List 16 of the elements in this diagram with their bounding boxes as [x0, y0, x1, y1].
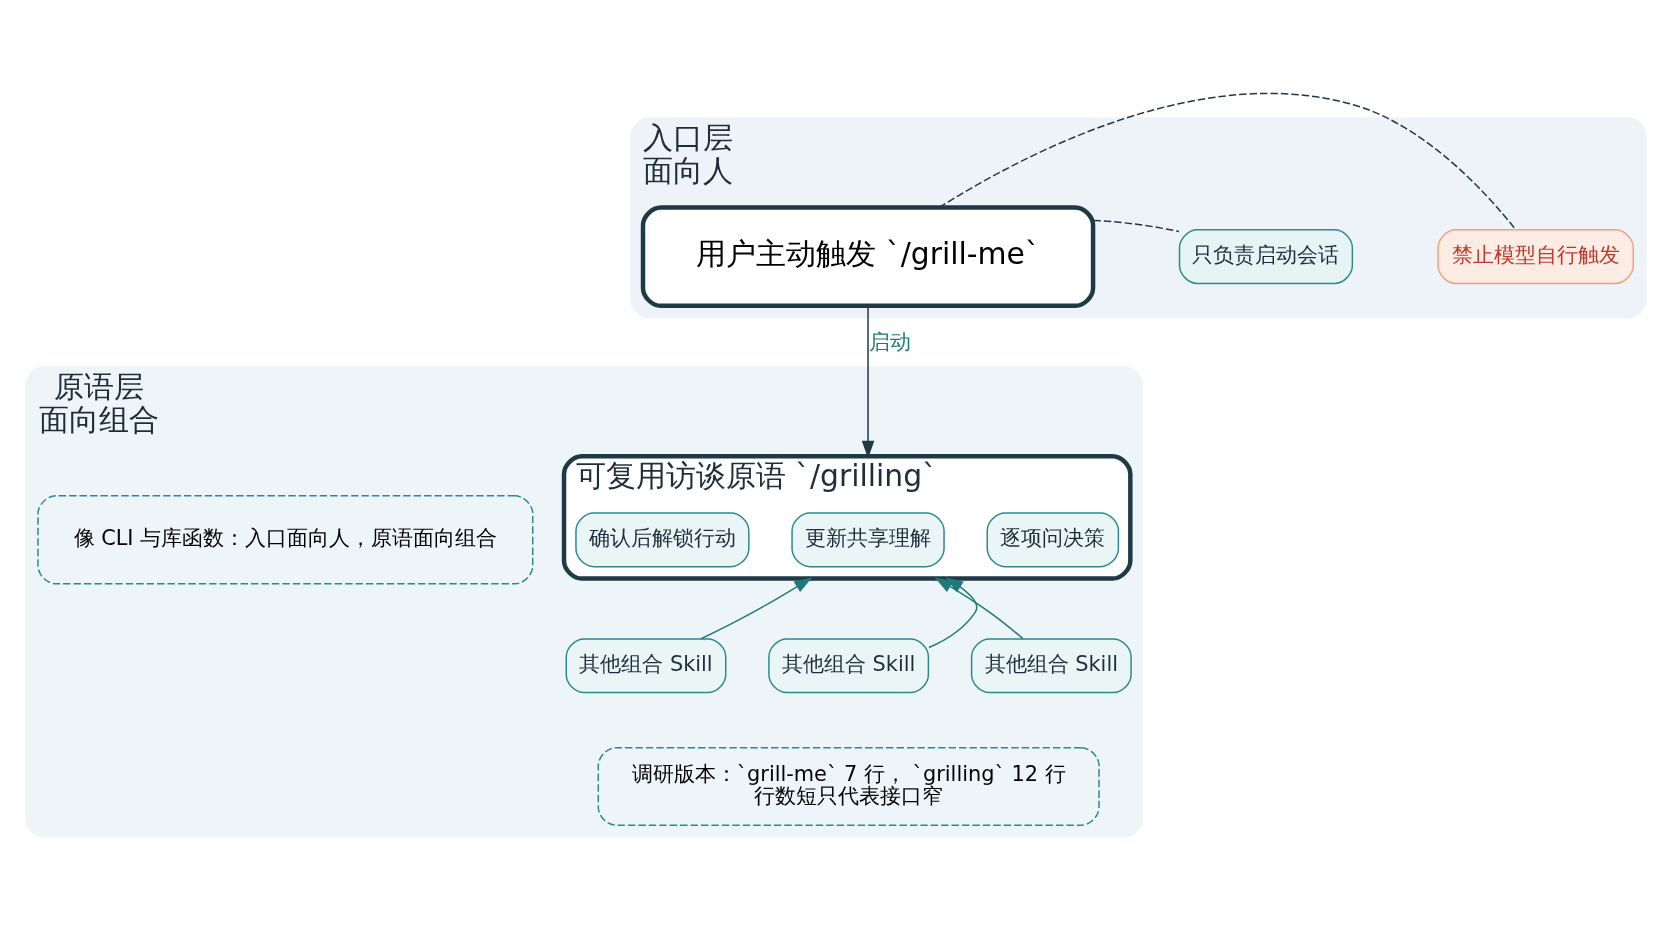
- node-box: 像 CLI 与库函数：入口面向人，原语面向组合: [37, 494, 534, 584]
- connector: [938, 92, 1517, 231]
- node-box: 确认后解锁行动: [575, 511, 750, 567]
- node-box: 逐项问决策: [986, 511, 1120, 567]
- node-box: 其他组合 Skill: [768, 637, 930, 693]
- node-box: 更新共享理解: [791, 511, 945, 567]
- node-box: 只负责启动会话: [1178, 228, 1354, 284]
- connector: [1092, 219, 1180, 232]
- edge-label: 启动: [868, 329, 911, 354]
- node-box: 用户主动触发 `/grill-me`: [640, 204, 1096, 308]
- arrow: [700, 576, 813, 639]
- node-box: 禁止模型自行触发: [1437, 228, 1635, 284]
- arrow: [861, 305, 875, 459]
- node-box: 其他组合 Skill: [565, 637, 727, 693]
- node-box: 其他组合 Skill: [970, 637, 1132, 693]
- node-box: 调研版本：`grill-me` 7 行， `grilling` 12 行 行数短只代表接口窄: [597, 746, 1100, 826]
